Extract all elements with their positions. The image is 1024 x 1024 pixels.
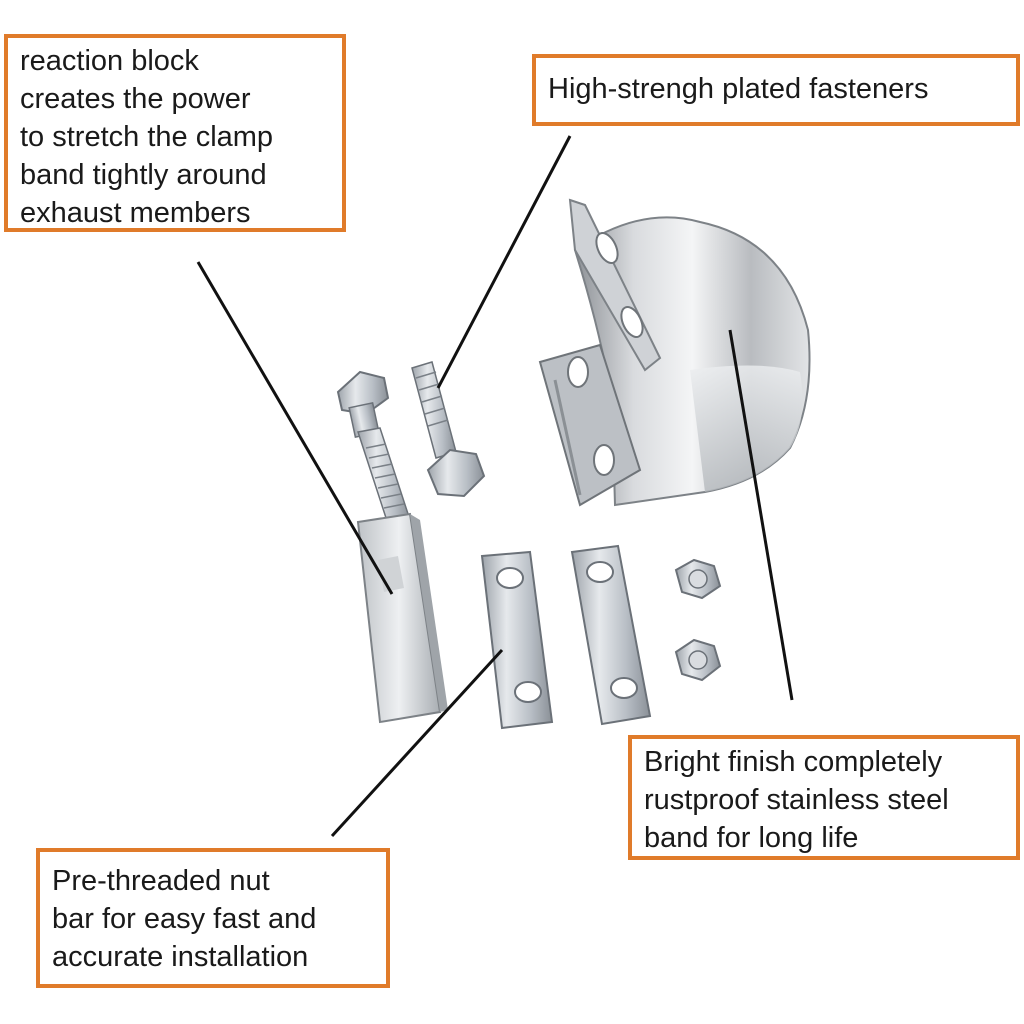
short-bolt bbox=[411, 361, 486, 498]
long-bolt bbox=[336, 370, 411, 525]
callout-fasteners: High-strengh plated fasteners bbox=[532, 54, 1020, 126]
hex-nut-top bbox=[674, 558, 722, 600]
callout-line: band for long life bbox=[644, 822, 859, 854]
callout-line: High-strengh plated fasteners bbox=[548, 73, 929, 105]
callout-line: to stretch the clamp bbox=[20, 121, 274, 153]
callout-line: Bright finish completely bbox=[644, 746, 943, 778]
stainless-band bbox=[538, 198, 811, 507]
callout-line: creates the power bbox=[20, 83, 251, 115]
callout-line: rustproof stainless steel bbox=[644, 784, 949, 816]
callout-line: band tightly around bbox=[20, 159, 267, 191]
callout-band: Bright finish completely rustproof stain… bbox=[628, 735, 1020, 860]
nut-bar-right bbox=[570, 544, 652, 726]
nut-bar-left bbox=[480, 550, 554, 730]
hex-nut-bottom bbox=[674, 638, 722, 682]
callout-line: bar for easy fast and bbox=[52, 903, 317, 935]
reaction-block bbox=[356, 512, 448, 724]
leader-line-band bbox=[728, 329, 794, 701]
callout-line: Pre-threaded nut bbox=[52, 865, 270, 897]
callout-nut-bar: Pre-threaded nut bar for easy fast and a… bbox=[36, 848, 390, 988]
leader-line-fasteners bbox=[436, 135, 572, 389]
callout-reaction-block: reaction block creates the power to stre… bbox=[4, 34, 346, 232]
leader-line-reaction-block bbox=[196, 261, 394, 595]
leader-line-nut-bar bbox=[330, 648, 504, 838]
callout-line: accurate installation bbox=[52, 941, 309, 973]
callout-line: reaction block bbox=[20, 45, 199, 77]
callout-line: exhaust members bbox=[20, 197, 251, 229]
